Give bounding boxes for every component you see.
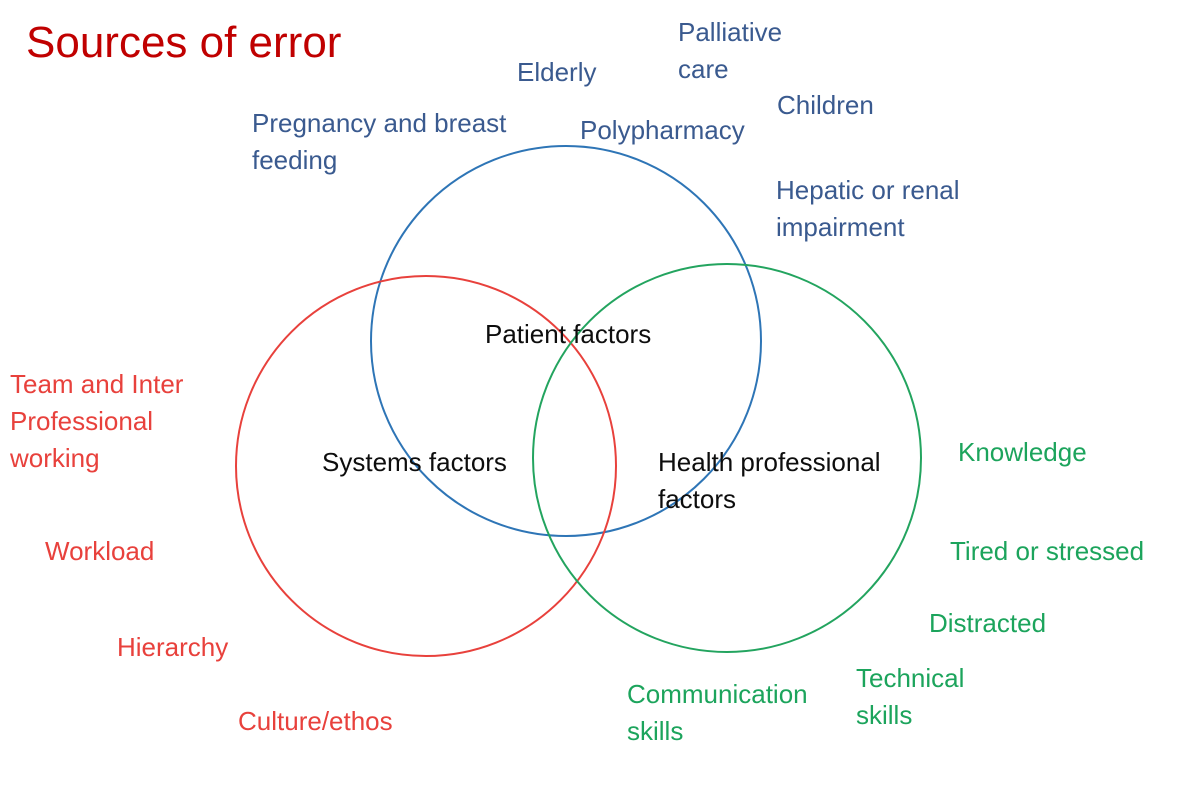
label-elderly: Elderly [517, 57, 597, 87]
label-hierarchy: Hierarchy [117, 632, 229, 662]
health-professional-factors-circle [532, 263, 922, 653]
label-technical-skills: Technical skills [856, 663, 965, 730]
label-communication-skills: Communication skills [627, 679, 808, 746]
label-tired-or-stressed: Tired or stressed [950, 536, 1145, 566]
set-label-systems-factors: Systems factors [322, 447, 507, 477]
label-polypharmacy: Polypharmacy [580, 115, 745, 145]
label-workload: Workload [45, 536, 155, 566]
label-team-and-inter-professional-working: Team and Inter Professional working [10, 369, 184, 473]
label-culture-ethos: Culture/ethos [238, 706, 393, 736]
label-hepatic-or-renal-impairment: Hepatic or renal impairment [776, 175, 960, 242]
label-palliative-care: Palliative care [678, 17, 783, 84]
label-knowledge: Knowledge [958, 437, 1087, 467]
set-label-patient-factors: Patient factors [485, 319, 652, 349]
label-distracted: Distracted [929, 608, 1047, 638]
page-title: Sources of error [26, 18, 342, 67]
set-label-health-professional-factors: Health professional factors [658, 447, 881, 514]
label-pregnancy-and-breast-feeding: Pregnancy and breast feeding [252, 108, 507, 175]
label-children: Children [777, 90, 874, 120]
